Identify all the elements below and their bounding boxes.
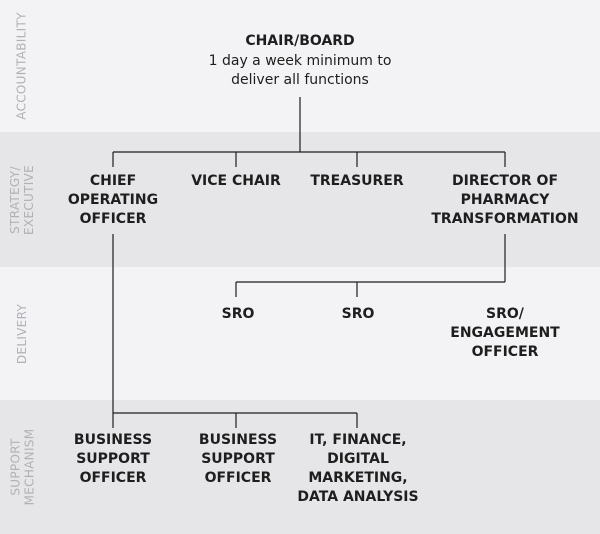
node-it-finance-digital-marketing-data-analysis: IT, FINANCE, DIGITAL MARKETING, DATA ANA… (297, 432, 419, 505)
node-sro-engagement-officer: SRO/ ENGAGEMENT OFFICER (450, 306, 560, 360)
node-business-support-officer-1: BUSINESS SUPPORT OFFICER (73, 432, 153, 486)
band-delivery (0, 267, 600, 400)
node-director-of-pharmacy-transformation: DIRECTOR OF PHARMACY TRANSFORMATION (431, 173, 579, 227)
node-vice-chair: VICE CHAIR (191, 173, 281, 189)
node-treasurer: TREASURER (310, 173, 404, 189)
node-business-support-officer-2: BUSINESS SUPPORT OFFICER (198, 432, 278, 486)
band-support-mechanism (0, 400, 600, 534)
chair-board-subtitle: 1 day a week minimum to deliver all func… (208, 53, 392, 88)
node-sro-2: SRO (341, 306, 375, 322)
chair-board-title: CHAIR/BOARD (245, 33, 355, 49)
band-strategy-executive (0, 132, 600, 267)
node-sro-1: SRO (221, 306, 255, 322)
node-chief-operating-officer: CHIEF OPERATING OFFICER (67, 173, 159, 227)
